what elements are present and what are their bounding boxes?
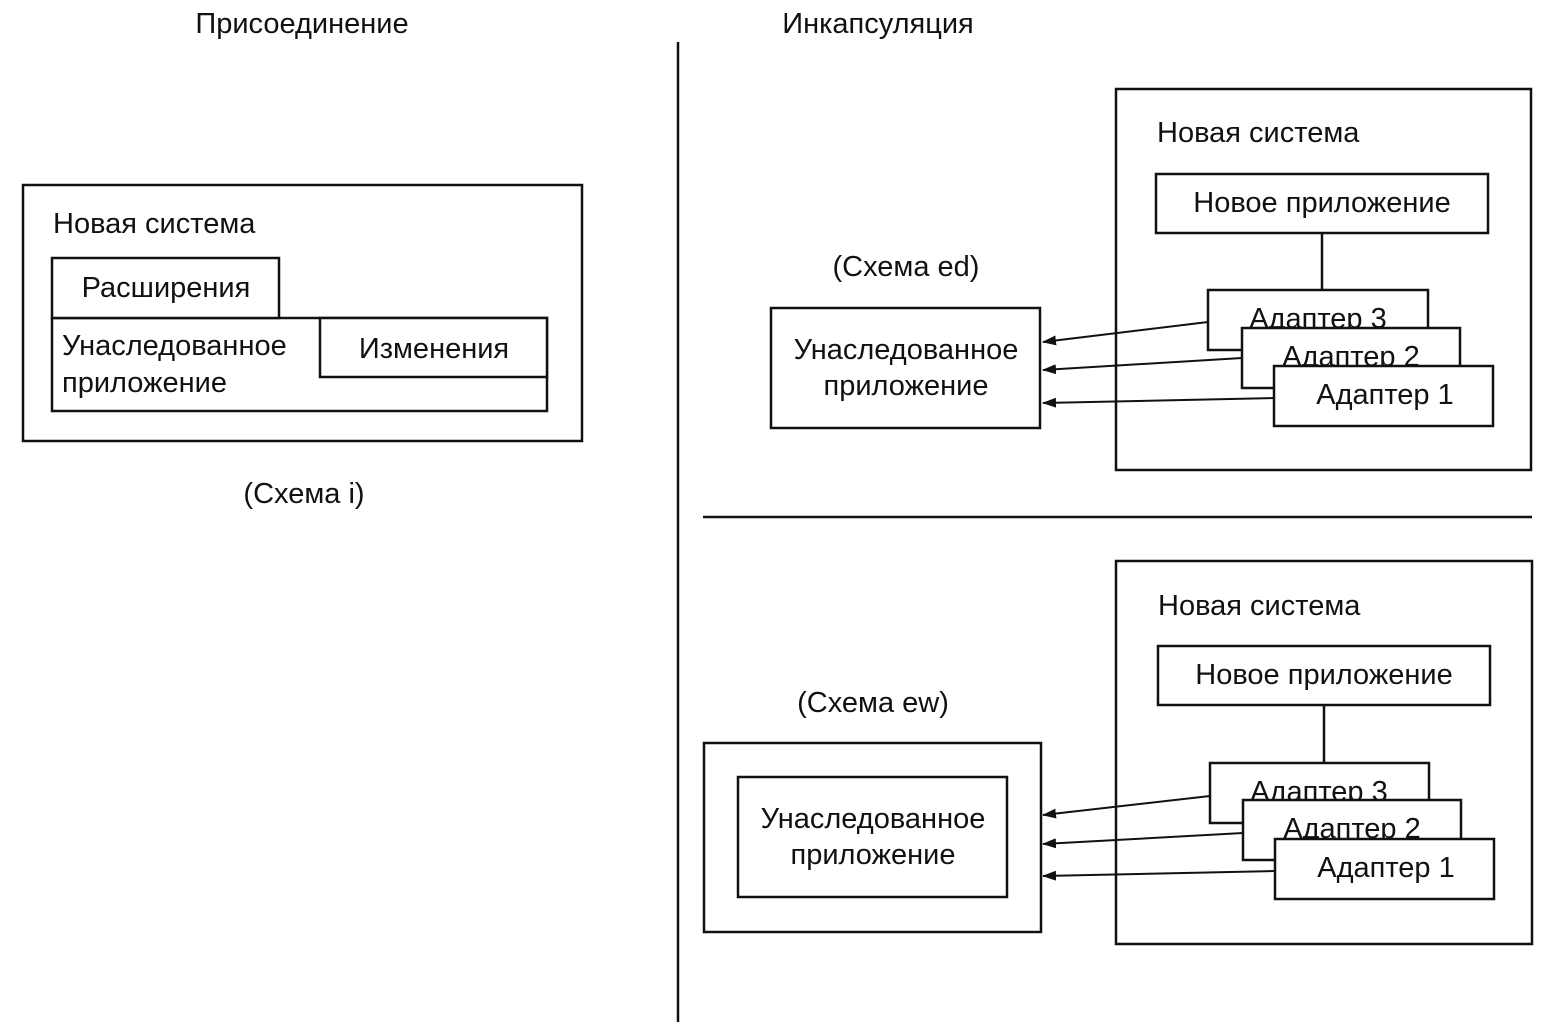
adapter-1-box [1272, 364, 1495, 428]
adapter-1-label: Адаптер 1 [1316, 379, 1454, 411]
new-system-label: Новая система [53, 208, 256, 240]
legacy-app-label-line2: приложение [791, 839, 956, 871]
heading-encapsulation: Инкапсуляция [782, 8, 974, 40]
new-app-label: Новое приложение [1193, 187, 1450, 219]
legacy-app-label-line1: Унаследованное [794, 334, 1019, 366]
adapter-1-arrow [1042, 397, 1275, 408]
adapter-2-arrow [1042, 832, 1244, 849]
adapter-1-box [1273, 837, 1496, 901]
legacy-app-label-line2: приложение [824, 370, 989, 402]
adapter-2-arrow [1042, 357, 1243, 375]
adapter-3-arrow [1042, 795, 1211, 819]
heading-attach: Присоединение [195, 8, 408, 40]
scheme-i: Новая система Унаследованное приложение … [21, 183, 584, 510]
extensions-box [50, 256, 281, 320]
changes-box [318, 316, 549, 379]
scheme-i-caption: (Схема i) [243, 478, 364, 510]
extensions-label: Расширения [82, 272, 251, 304]
scheme-ew-caption: (Схема ew) [797, 687, 949, 719]
new-app-label: Новое приложение [1195, 659, 1452, 691]
legacy-app-label-line1: Унаследованное [62, 330, 287, 362]
new-system-label: Новая система [1157, 117, 1360, 149]
legacy-app-box [736, 775, 1009, 899]
scheme-ed-caption: (Схема ed) [833, 251, 980, 283]
legacy-app-label-line1: Унаследованное [761, 803, 986, 835]
legacy-app-box [769, 306, 1042, 430]
new-app-box [1154, 172, 1490, 235]
changes-label: Изменения [359, 333, 509, 365]
adapter-3-arrow [1042, 321, 1209, 346]
new-system-label: Новая система [1158, 590, 1361, 622]
scheme-ed: (Схема ed) Унаследованное приложение Нов… [769, 87, 1533, 472]
legacy-app-label-line2: приложение [62, 367, 227, 399]
adapter-1-arrow [1042, 870, 1276, 881]
scheme-ew: (Схема ew) Унаследованное приложение Нов… [702, 559, 1534, 946]
adapter-1-label: Адаптер 1 [1317, 852, 1455, 884]
new-app-box [1156, 644, 1492, 707]
